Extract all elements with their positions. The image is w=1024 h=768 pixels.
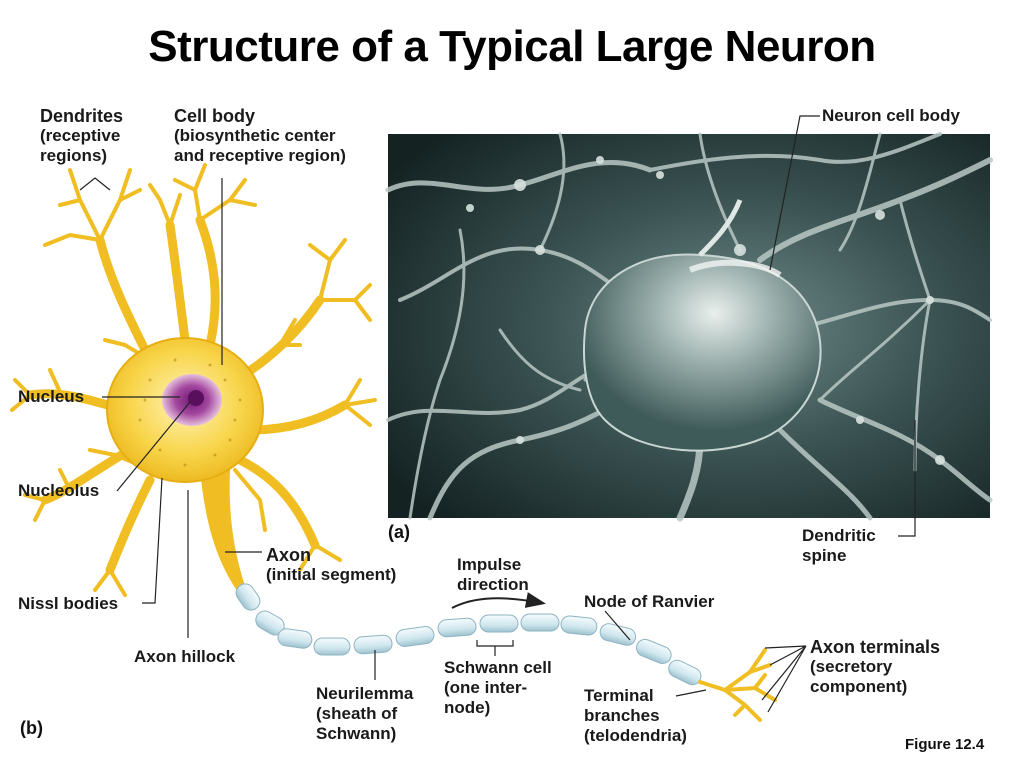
nucleolus-leader <box>116 401 191 492</box>
label-neurilemma: Neurilemma (sheath of Schwann) <box>316 684 414 743</box>
micrograph-panel <box>385 132 993 522</box>
schwann-bracket <box>476 640 514 656</box>
label-axon-hillock: Axon hillock <box>134 647 236 666</box>
panel-a-label: (a) <box>388 522 410 542</box>
label-axon-terminals: Axon terminals (secretory component) <box>810 637 941 696</box>
nissl-leader <box>142 477 163 604</box>
label-node-of-ranvier: Node of Ranvier <box>584 592 715 611</box>
terminal-leader <box>675 689 707 697</box>
axon-terminals-leader <box>761 645 807 713</box>
label-nissl-bodies: Nissl bodies <box>18 594 119 613</box>
label-dendritic-spine: Dendritic spine <box>802 526 876 565</box>
label-axon: Axon (initial segment) <box>266 545 397 584</box>
label-impulse-direction: Impulse direction <box>457 555 529 594</box>
label-nucleus: Nucleus <box>18 387 85 406</box>
neuron-illustration <box>10 163 777 722</box>
label-schwann-cell: Schwann cell (one inter- node) <box>444 658 552 717</box>
dendrites-leader <box>79 177 111 191</box>
label-terminal-branches: Terminal branches (telodendria) <box>584 686 687 745</box>
panel-b-label: (b) <box>20 718 43 738</box>
page-title: Structure of a Typical Large Neuron <box>148 22 876 71</box>
label-nucleolus: Nucleolus <box>18 481 100 500</box>
node-leader <box>604 610 631 641</box>
label-neuron-cell-body: Neuron cell body <box>822 106 960 125</box>
label-cell-body: Cell body (biosynthetic center and recep… <box>174 106 346 165</box>
dendritic-spine-leader <box>898 420 916 537</box>
impulse-arrow <box>451 592 546 609</box>
figure-number: Figure 12.4 <box>905 736 985 753</box>
neuron-cell-body-leader <box>769 115 820 271</box>
label-dendrites: Dendrites (receptive regions) <box>40 106 124 165</box>
